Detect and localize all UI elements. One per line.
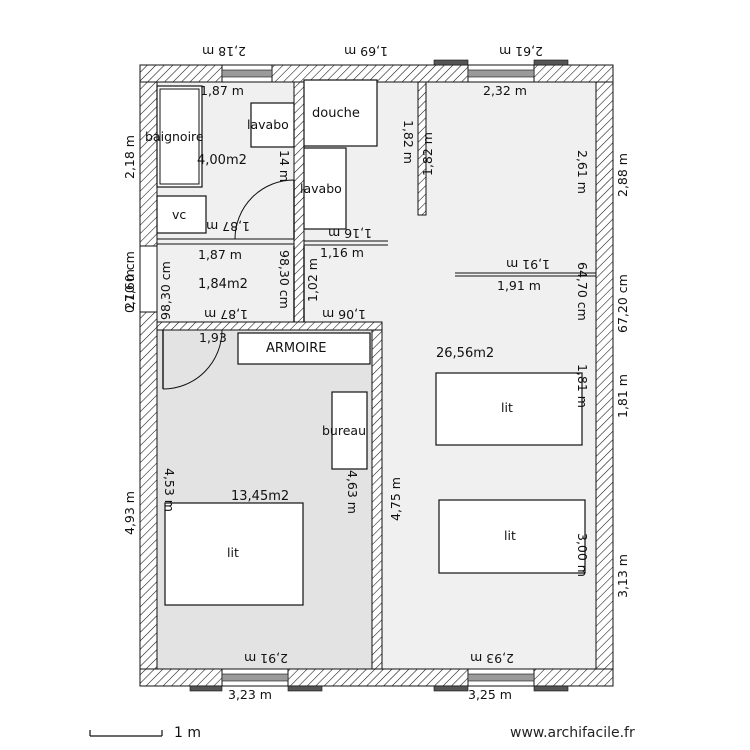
dim-187-b: 1,87 m <box>198 247 242 262</box>
toilet-label: vc <box>172 207 186 222</box>
dim-116: 1,16 m <box>320 245 364 260</box>
washbasin-2-label: lavabo <box>300 181 342 196</box>
dim-left-010: 0,10 m <box>122 269 137 313</box>
scale-label: 1 m <box>174 725 201 741</box>
dim-182-b: 1,82 m <box>420 132 435 176</box>
shower-label: douche <box>312 106 360 121</box>
dim-9830-a: 98,30 cm <box>158 261 173 320</box>
toilet <box>156 195 207 234</box>
dim-463: 4,63 m <box>345 470 360 514</box>
scale-bar <box>89 730 163 737</box>
dim-187-flipped-2: 1,87 m <box>204 307 248 322</box>
dim-181-inner: 1,81 m <box>575 364 590 408</box>
dim-left-218: 2,18 m <box>122 135 137 179</box>
dim-14: 14 m <box>277 150 292 182</box>
dim-475: 4,75 m <box>388 477 403 521</box>
dim-191: 1,91 m <box>497 278 541 293</box>
door-swings <box>162 179 305 390</box>
dim-116-flipped: 1,16 m <box>328 226 372 241</box>
washbasin-1 <box>250 102 295 148</box>
dim-193: 1,93 <box>199 330 227 345</box>
dim-187-flipped: 1,87 m <box>206 219 250 234</box>
interior-walls <box>156 81 427 670</box>
dim-288: 2,88 m <box>615 153 630 197</box>
small-bedroom-area: 13,45m2 <box>231 489 289 504</box>
dim-9830-b: 98,30 cm <box>277 250 292 309</box>
dim-261-vertical: 2,61 m <box>575 150 590 194</box>
bathtub-label: baignoire <box>145 129 204 144</box>
washbasin-2 <box>303 147 347 230</box>
bed-small-room-label: lit <box>227 545 239 560</box>
dim-6720: 67,20 cm <box>615 274 630 333</box>
dim-top-261: 2,61 m <box>499 44 543 59</box>
bed-large-room-2 <box>438 499 586 574</box>
wardrobe <box>237 332 371 365</box>
floor-small-bedroom <box>157 330 372 669</box>
bed-large-room-1 <box>435 372 583 446</box>
dim-bottom-325: 3,25 m <box>468 687 512 702</box>
dim-top-218: 2,18 m <box>202 44 246 59</box>
desk <box>331 391 368 470</box>
dim-bottom-293: 2,93 m <box>470 651 514 666</box>
hallway-area: 1,84m2 <box>198 277 248 292</box>
dim-bottom-291: 2,91 m <box>244 651 288 666</box>
dim-182-a: 1,82 m <box>401 120 416 164</box>
dim-102: 1,02 m <box>305 258 320 302</box>
bed-large-1-label: lit <box>501 400 513 415</box>
dim-232: 2,32 m <box>483 83 527 98</box>
wardrobe-label: ARMOIRE <box>266 341 326 356</box>
bed-large-2-label: lit <box>504 528 516 543</box>
windows <box>189 59 569 692</box>
dim-top-169: 1,69 m <box>344 44 388 59</box>
dim-453: 4,53 m <box>162 468 177 512</box>
shower <box>303 79 378 147</box>
bed-small-room <box>164 502 304 606</box>
dim-6470: 64,70 cm <box>575 262 590 321</box>
dim-bottom-323: 3,23 m <box>228 687 272 702</box>
dim-left-2760: 27,60 cm <box>122 251 137 310</box>
dim-181-outer: 1,81 m <box>615 374 630 418</box>
dim-191-flipped: 1,91 m <box>506 257 550 272</box>
dim-106-flipped: 1,06 m <box>322 307 366 322</box>
partitions <box>157 238 596 277</box>
watermark: www.archifacile.fr <box>510 725 635 741</box>
dim-313: 3,13 m <box>615 554 630 598</box>
dim-left-493: 4,93 m <box>122 491 137 535</box>
bathtub <box>156 85 203 188</box>
left-wall-opening <box>139 245 158 313</box>
bathroom-area: 4,00m2 <box>197 153 247 168</box>
dim-187-a: 1,87 m <box>200 83 244 98</box>
desk-label: bureau <box>322 423 366 438</box>
washbasin-1-label: lavabo <box>247 117 289 132</box>
large-bedroom-area: 26,56m2 <box>436 346 494 361</box>
dim-300: 3,00 m <box>575 533 590 577</box>
